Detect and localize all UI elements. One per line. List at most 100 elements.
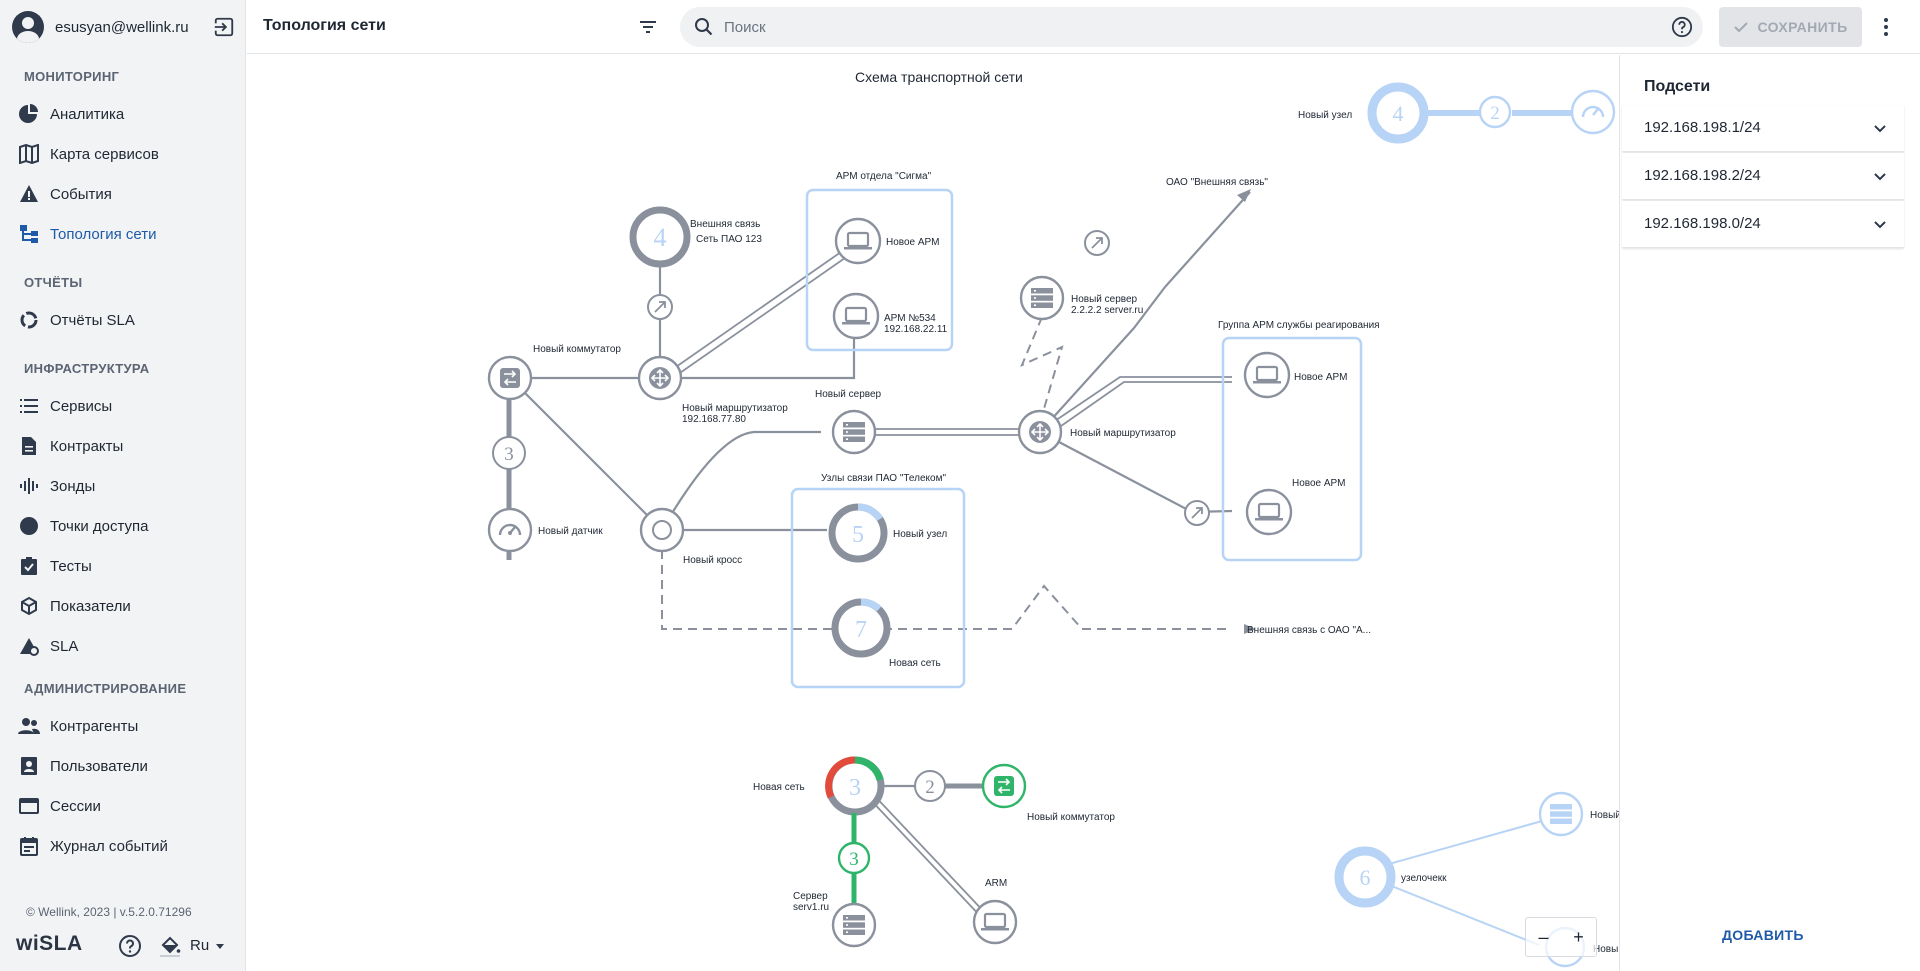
save-button-label: СОХРАНИТЬ xyxy=(1757,19,1848,35)
user-email: esusyan@wellink.ru xyxy=(55,18,189,36)
save-button[interactable]: СОХРАНИТЬ xyxy=(1719,7,1862,47)
sidebar-item-services[interactable]: Сервисы xyxy=(0,388,246,424)
add-subnet-button[interactable]: ДОБАВИТЬ xyxy=(1722,927,1804,943)
sidebar-item-tests[interactable]: Тесты xyxy=(0,548,246,584)
node-link-icon[interactable] xyxy=(1084,230,1110,256)
sidebar-item-sla-reports[interactable]: Отчёты SLA xyxy=(0,302,246,338)
zoom-in-button[interactable]: + xyxy=(1573,926,1584,947)
svg-text:2: 2 xyxy=(1490,103,1500,124)
sidebar-item-probes[interactable]: Зонды xyxy=(0,468,246,504)
circle-icon xyxy=(18,515,40,537)
topology-canvas[interactable]: Схема транспортной сети xyxy=(247,55,1619,971)
subnet-label: 192.168.198.2/24 xyxy=(1644,167,1761,184)
sidebar-item-topology[interactable]: Топология сети xyxy=(0,216,246,252)
logout-icon xyxy=(213,17,234,37)
help-button[interactable] xyxy=(118,934,142,958)
label: Новая сеть xyxy=(889,658,941,669)
more-menu-button[interactable] xyxy=(1874,15,1898,39)
sidebar-item-label: Зонды xyxy=(50,477,96,495)
node-switch-1[interactable] xyxy=(487,355,533,401)
node-sensor[interactable] xyxy=(487,507,533,553)
label: 192.168.22.11 xyxy=(884,324,948,335)
node-switch-2[interactable] xyxy=(981,763,1027,809)
node-arm-534[interactable] xyxy=(832,292,880,340)
avatar[interactable] xyxy=(12,11,44,43)
node-top-new[interactable]: 4 xyxy=(1367,82,1429,144)
link-count-badge[interactable]: 2 xyxy=(914,770,946,802)
subnet-item[interactable]: 192.168.198.1/24 xyxy=(1622,105,1904,152)
link-count-badge[interactable]: 2 xyxy=(1478,95,1512,129)
help-icon xyxy=(119,935,141,957)
label: 192.168.77.80 xyxy=(682,414,746,425)
node-server-1[interactable] xyxy=(831,409,877,455)
group-label: Узлы связи ПАО "Телеком" xyxy=(821,473,946,484)
sidebar-item-users[interactable]: Пользователи xyxy=(0,748,246,784)
zoom-out-button[interactable]: – xyxy=(1538,926,1549,947)
label: Новый коммутатор xyxy=(533,344,621,355)
node-telecom-5[interactable]: 5 xyxy=(828,503,888,563)
sidebar-item-events[interactable]: События xyxy=(0,176,246,212)
node-arm-response-2[interactable] xyxy=(1245,488,1293,536)
sidebar-item-service-map[interactable]: Карта сервисов xyxy=(0,136,246,172)
label: Новое АРМ xyxy=(886,237,939,248)
link-count-badge[interactable]: 3 xyxy=(837,841,871,875)
topology-graph[interactable]: 4 3 xyxy=(247,55,1619,971)
label: Новый сервер xyxy=(1071,294,1138,305)
people-icon xyxy=(18,715,40,737)
page-title: Топология сети xyxy=(263,17,386,34)
label: Новый xyxy=(1590,810,1619,821)
language-select[interactable]: Ru xyxy=(190,937,227,954)
subnet-item[interactable]: 192.168.198.0/24 xyxy=(1622,201,1904,248)
probe-icon xyxy=(18,475,40,497)
pie-chart-icon xyxy=(18,103,40,125)
label: Сервер xyxy=(793,891,828,902)
node-top-gauge[interactable] xyxy=(1570,89,1616,135)
node-arm-response-1[interactable] xyxy=(1243,351,1291,399)
node-right-server[interactable] xyxy=(1538,791,1584,837)
node-router-1[interactable] xyxy=(637,355,683,401)
check-icon xyxy=(1734,22,1749,33)
logout-button[interactable] xyxy=(212,15,236,39)
node-link-icon[interactable] xyxy=(647,294,673,320)
node-server-2[interactable] xyxy=(1019,275,1065,321)
node-link-icon[interactable] xyxy=(1184,500,1210,526)
node-arm-bottom[interactable] xyxy=(972,899,1018,945)
search-input[interactable] xyxy=(724,15,1624,39)
group-label: АРМ отдела "Сигма" xyxy=(836,171,932,182)
caret-down-icon xyxy=(216,943,225,949)
sidebar-item-sla[interactable]: SLA xyxy=(0,628,246,664)
node-arm-new-1[interactable] xyxy=(834,217,882,265)
help-icon xyxy=(1671,16,1693,38)
sidebar-item-indicators[interactable]: Показатели xyxy=(0,588,246,624)
sidebar-item-sessions[interactable]: Сессии xyxy=(0,788,246,824)
sidebar-item-label: Точки доступа xyxy=(50,517,149,535)
node-uzelochek[interactable]: 6 xyxy=(1334,846,1396,908)
sidebar-item-event-log[interactable]: Журнал событий xyxy=(0,828,246,864)
sidebar-item-analytics[interactable]: Аналитика xyxy=(0,96,246,132)
top-bar: Топология сети СОХРАНИТЬ xyxy=(247,0,1920,54)
subnet-item[interactable]: 192.168.198.2/24 xyxy=(1622,153,1904,200)
label: 2.2.2.2 server.ru xyxy=(1071,305,1143,316)
node-server-3[interactable] xyxy=(831,902,877,948)
filter-button[interactable] xyxy=(636,15,660,39)
link-count-badge[interactable]: 3 xyxy=(492,436,526,470)
group-label: Группа АРМ службы реагирования xyxy=(1218,319,1380,331)
label: Новый сервер xyxy=(815,389,882,400)
node-router-2[interactable] xyxy=(1017,409,1063,455)
node-telecom-7[interactable]: 7 xyxy=(831,598,891,658)
calendar-icon xyxy=(18,835,40,857)
more-vert-icon xyxy=(1884,18,1888,36)
sidebar-item-label: Сессии xyxy=(50,797,101,815)
sidebar-item-counterparties[interactable]: Контрагенты xyxy=(0,708,246,744)
search-help-button[interactable] xyxy=(1671,16,1693,38)
sidebar-item-label: Карта сервисов xyxy=(50,145,159,163)
clipboard-check-icon xyxy=(18,555,40,577)
language-value: Ru xyxy=(190,937,210,954)
sidebar-item-contracts[interactable]: Контракты xyxy=(0,428,246,464)
sidebar-item-access-points[interactable]: Точки доступа xyxy=(0,508,246,544)
label: Новый узел xyxy=(1298,110,1352,121)
node-external-link[interactable]: 4 xyxy=(629,206,691,268)
node-cross[interactable] xyxy=(639,507,685,553)
theme-button[interactable] xyxy=(158,934,182,958)
node-network-3[interactable]: 3 xyxy=(825,756,885,816)
